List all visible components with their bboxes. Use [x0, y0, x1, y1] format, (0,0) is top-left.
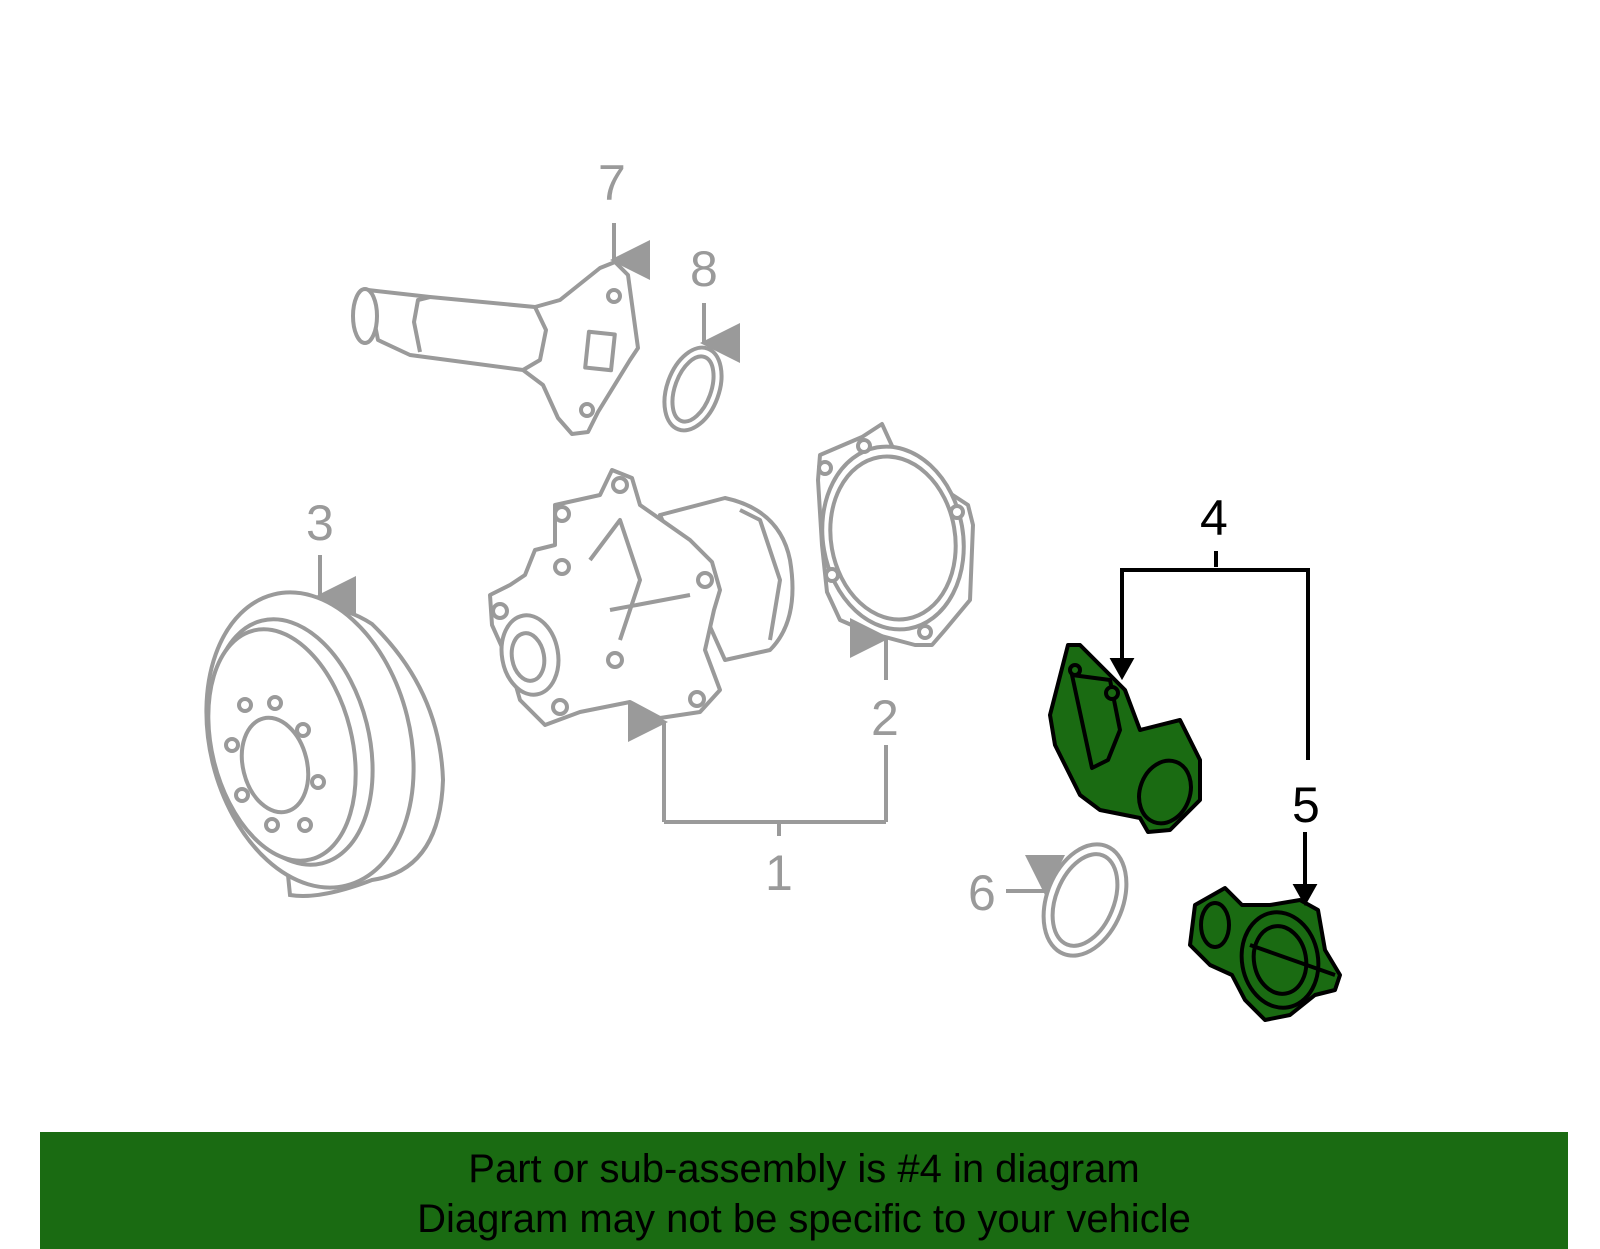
part-3-pulley [204, 590, 446, 898]
callout-7: 7 [598, 155, 626, 211]
part-8-o-ring [662, 345, 724, 433]
banner-line-1: Part or sub-assembly is #4 in diagram [468, 1147, 1140, 1191]
callout-1: 1 [765, 845, 793, 901]
callout-4: 4 [1200, 490, 1228, 546]
part-1-water-pump [488, 468, 795, 727]
part-7-outlet-pipe [351, 260, 640, 436]
callout-3: 3 [306, 495, 334, 551]
callout-2: 2 [871, 690, 899, 746]
part-2-gasket [816, 422, 975, 647]
parts-diagram: 7 8 3 2 1 6 4 5 [204, 155, 1342, 1022]
banner-line-2: Diagram may not be specific to your vehi… [417, 1197, 1191, 1241]
part-4-thermostat-housing [1048, 643, 1202, 834]
leader-4 [1120, 551, 1310, 760]
info-banner: Part or sub-assembly is #4 in diagram Di… [40, 1132, 1568, 1249]
leader-1 [664, 722, 886, 836]
black-leader-lines [1109, 551, 1318, 907]
part-6-o-ring [1041, 842, 1129, 958]
callout-5: 5 [1292, 777, 1320, 833]
gray-leader-lines [316, 223, 1065, 895]
part-5-thermostat [1188, 886, 1342, 1022]
callout-8: 8 [690, 241, 718, 297]
callout-6: 6 [968, 865, 996, 921]
